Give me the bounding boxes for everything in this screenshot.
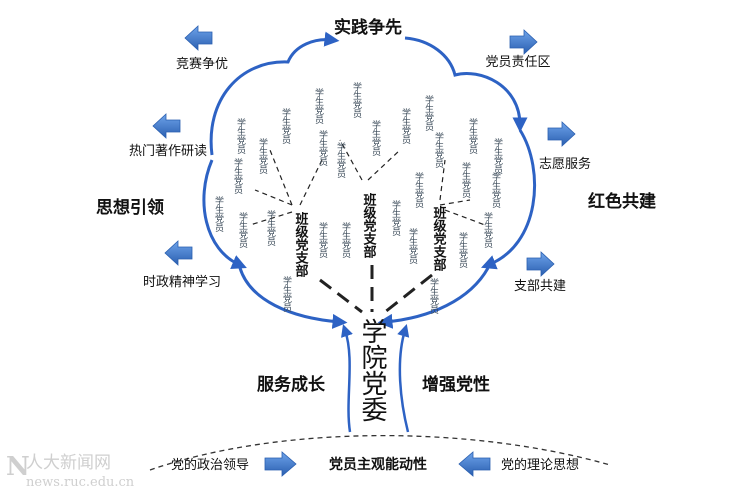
label-right: 红色共建 [588, 191, 656, 212]
member-label: 学生党员 [335, 141, 346, 179]
label-left: 思想引领 [96, 197, 164, 218]
member-label: 学生党员 [407, 227, 418, 265]
item-right-bottom: 党的理论思想 [501, 457, 579, 473]
member-label: 学生党员 [482, 211, 493, 249]
member-label: 学生党员 [317, 129, 328, 167]
canopy-arc-top-right [404, 36, 528, 133]
canopy-arc-top-left [209, 31, 340, 156]
item-research: 热门著作研读 [129, 144, 207, 159]
watermark-logo: 人大新闻网 [26, 453, 111, 473]
item-left-bottom: 党的政治领导 [171, 457, 249, 473]
member-label: 学生党员 [467, 117, 478, 155]
arrow-volunteer [547, 121, 576, 147]
member-labels: 学生党员 学生党员 学生党员 学生党员 学生党员 学生党员 学生党员 学生党员 … [213, 81, 503, 315]
watermark: N 人大新闻网 news.ruc.edu.cn [6, 452, 135, 490]
member-label: 学生党员 [235, 117, 246, 155]
item-competition: 竞赛争优 [176, 56, 228, 72]
member-label: 学生党员 [313, 87, 324, 125]
canopy-arc-bottom-right [377, 267, 490, 329]
item-branch-build: 支部共建 [514, 279, 566, 294]
label-strengthen: 增强党性 [422, 374, 490, 395]
member-label: 学生党员 [265, 209, 276, 247]
canopy-outline [202, 31, 537, 329]
member-label: 学生党员 [213, 195, 224, 233]
member-label: 学生党员 [492, 137, 503, 175]
member-label: 学生党员 [340, 221, 351, 259]
member-label: 学生党员 [370, 119, 381, 157]
branch-label-center: 班级党支部 [361, 192, 378, 259]
arrow-zone [509, 29, 538, 55]
label-service: 服务成长 [257, 374, 326, 395]
item-center-bottom: 党员主观能动性 [329, 456, 427, 473]
item-volunteer: 志愿服务 [539, 156, 591, 172]
member-label: 学生党员 [351, 81, 362, 119]
arrow-competition [184, 25, 213, 51]
item-zone: 党员责任区 [485, 55, 550, 70]
label-top: 实践争先 [334, 17, 402, 38]
trunk-outline [341, 324, 410, 433]
member-label: 学生党员 [457, 231, 468, 269]
arrow-branch-build [526, 251, 555, 277]
member-label: 学生党员 [428, 277, 439, 315]
member-label: 学生党员 [460, 161, 471, 199]
member-label: 学生党员 [237, 211, 248, 249]
connector-lines [249, 139, 486, 314]
outer-arrows [152, 25, 576, 477]
arrow-bottom-right [458, 451, 491, 477]
member-label: 学生党员 [281, 275, 292, 313]
member-label: 学生党员 [490, 171, 501, 209]
watermark-logo-mark: N [6, 452, 30, 482]
label-trunk: 学院党委 [357, 318, 387, 422]
member-label: 学生党员 [413, 171, 424, 209]
item-policy: 时政精神学习 [143, 274, 221, 290]
canopy-arc-bottom-left [238, 267, 348, 329]
member-label: 学生党员 [433, 131, 444, 169]
arrow-research [152, 113, 181, 139]
member-label: 学生党员 [400, 107, 411, 145]
canopy-arc-right [481, 129, 537, 270]
watermark-url: news.ruc.edu.cn [26, 475, 135, 490]
branch-label-right: 班级党支部 [431, 205, 448, 272]
canopy-arc-left [202, 159, 247, 269]
member-label: 学生党员 [317, 221, 328, 259]
ground-arc [149, 434, 611, 471]
member-label: 学生党员 [423, 94, 434, 132]
arrow-bottom-left [264, 451, 297, 477]
member-label: 学生党员 [232, 157, 243, 195]
arrow-policy [164, 240, 193, 266]
branch-labels: 班级党支部 班级党支部 班级党支部 [293, 192, 448, 278]
member-label: 学生党员 [257, 137, 268, 175]
member-label: 学生党员 [280, 107, 291, 145]
branch-label-left: 班级党支部 [293, 211, 310, 278]
member-label: 学生党员 [390, 199, 401, 237]
